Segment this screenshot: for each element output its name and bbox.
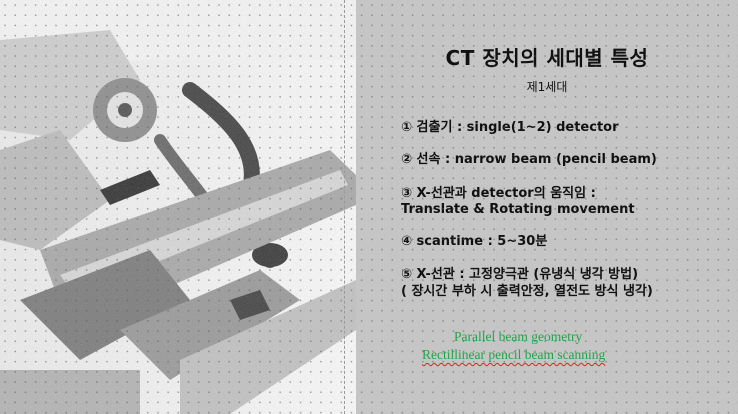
- slide-subtitle: 제1세대: [526, 80, 568, 94]
- feature-xray-tube: ⑤ X-선관 : 고정양극관 (유냉식 냉각 방법): [401, 267, 639, 282]
- feature-xray-tube-detail: ( 장시간 부하 시 출력안정, 열전도 방식 냉각): [401, 284, 653, 299]
- note-rectilinear-scanning: Rectillinear pencil beam scanning: [422, 347, 606, 362]
- note-parallel-beam: Parallel beam geometry: [454, 329, 583, 344]
- slide-title: CT 장치의 세대별 특성: [445, 46, 649, 70]
- ct-scanner-photo[interactable]: [0, 0, 356, 414]
- content-panel: CT 장치의 세대별 특성 제1세대 ① 검출기 : single(1~2) d…: [356, 0, 738, 414]
- ct-scanner-illustration: [0, 0, 356, 414]
- feature-beam: ② 선속 : narrow beam (pencil beam): [401, 152, 657, 167]
- feature-movement-detail: Translate & Rotating movement: [401, 202, 635, 217]
- feature-detector: ① 검출기 : single(1~2) detector: [401, 120, 619, 135]
- feature-scantime: ④ scantime : 5~30분: [401, 234, 548, 249]
- feature-movement: ③ X-선관과 detector의 움직임 :: [401, 186, 596, 201]
